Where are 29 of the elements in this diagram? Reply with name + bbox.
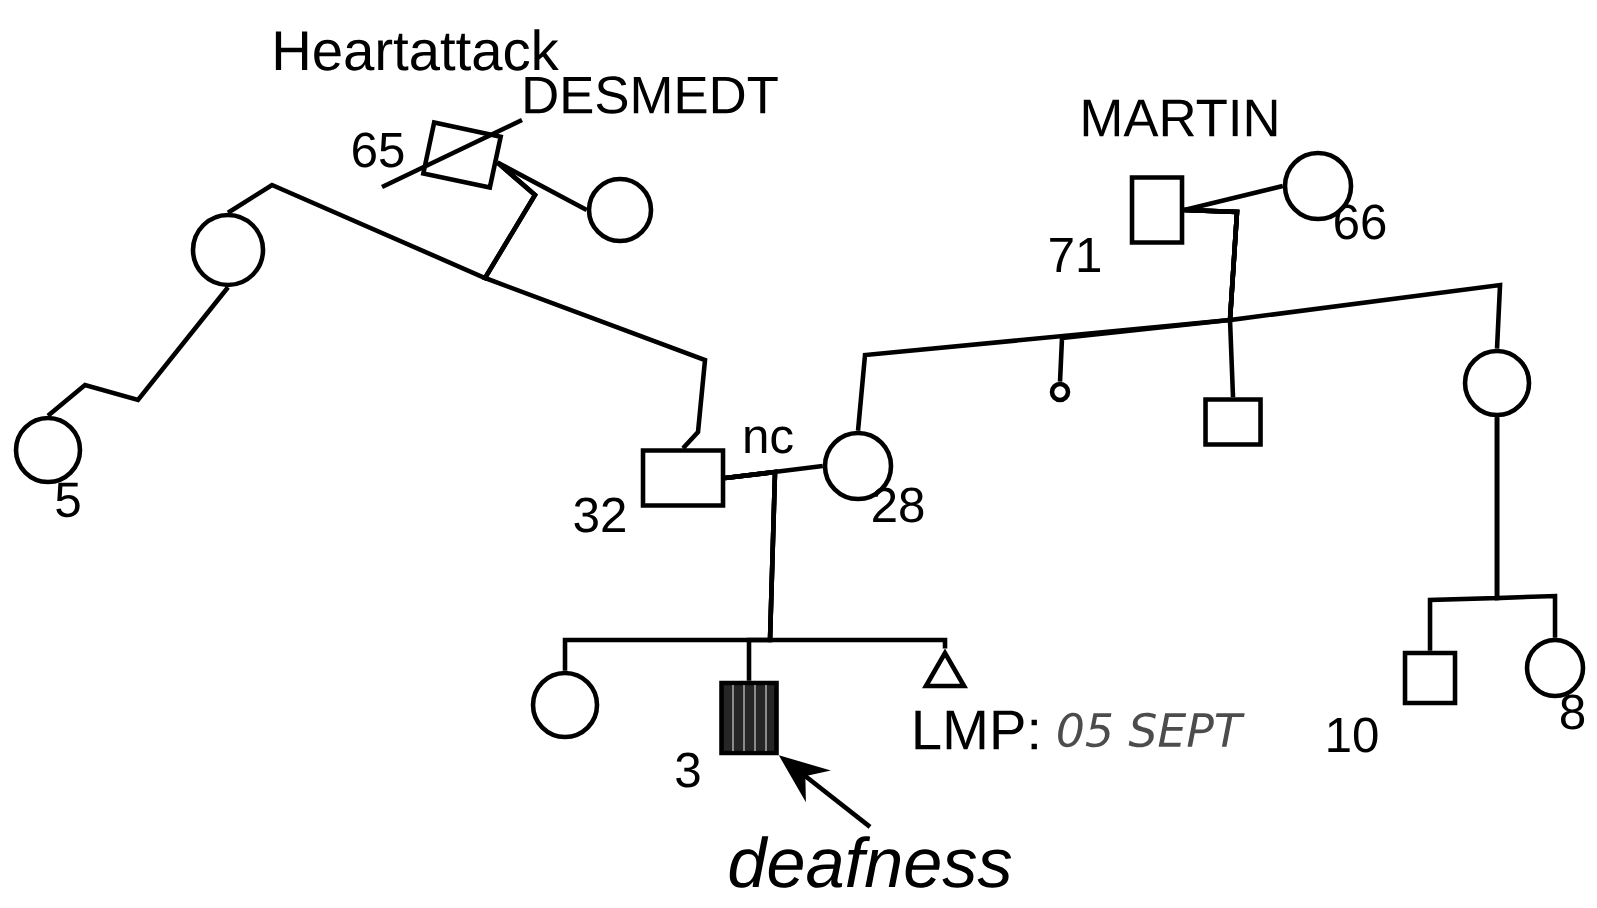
small-circle: [1049, 381, 1071, 403]
pedigree-line: [1494, 417, 1558, 638]
pedigree-line: [1184, 207, 1503, 349]
male-square: [640, 448, 726, 508]
male-square: [1129, 175, 1185, 245]
age-number: 10: [1328, 717, 1378, 753]
pedigree-line: [46, 285, 230, 418]
edge-label: nc: [738, 423, 798, 457]
family-name: DESMEDT: [525, 76, 778, 114]
note-label: LMP:: [915, 710, 1037, 750]
male-square: [1203, 397, 1263, 447]
age-number: 71: [1050, 238, 1100, 272]
male-square: [1402, 650, 1458, 706]
age-number: 65: [353, 132, 404, 168]
date-label: 05 SEPT: [1058, 712, 1245, 748]
affected-square: [719, 680, 779, 756]
female-circle: [190, 212, 266, 288]
age-number: 8: [1561, 694, 1585, 730]
note-label: Heartattack: [275, 29, 559, 71]
note-label: deafness: [729, 836, 1012, 888]
age-number: 3: [676, 752, 700, 788]
pedigree-line: [725, 469, 948, 649]
female-circle: [1462, 348, 1532, 418]
family-name: MARTIN: [1083, 99, 1277, 137]
female-circle: [530, 670, 600, 740]
age-number: 32: [574, 497, 625, 533]
age-number: 5: [56, 482, 80, 518]
female-circle: [586, 176, 654, 244]
pedigree-line: [481, 160, 708, 450]
